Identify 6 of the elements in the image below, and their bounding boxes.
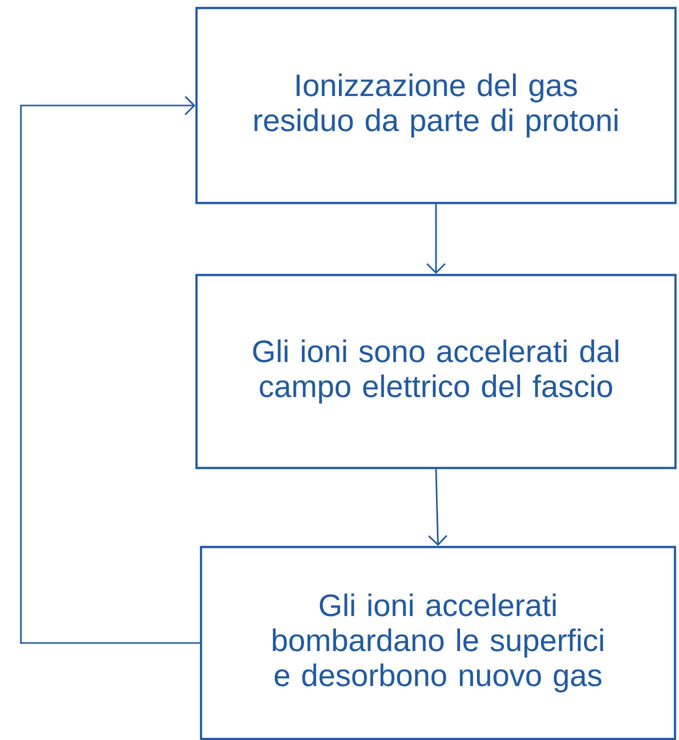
- process-box: Gli ioni accelerati bombardano le superfici e desorbono nuovo gas: [200, 546, 676, 740]
- arrow: [426, 204, 446, 274]
- process-box: Ionizzazione del gas residuo da parte di protoni: [195, 6, 677, 204]
- arrow: [428, 469, 448, 546]
- process-box: Gli ioni sono accelerati dal campo elettrico del fascio: [195, 274, 677, 470]
- arrow: [20, 96, 200, 644]
